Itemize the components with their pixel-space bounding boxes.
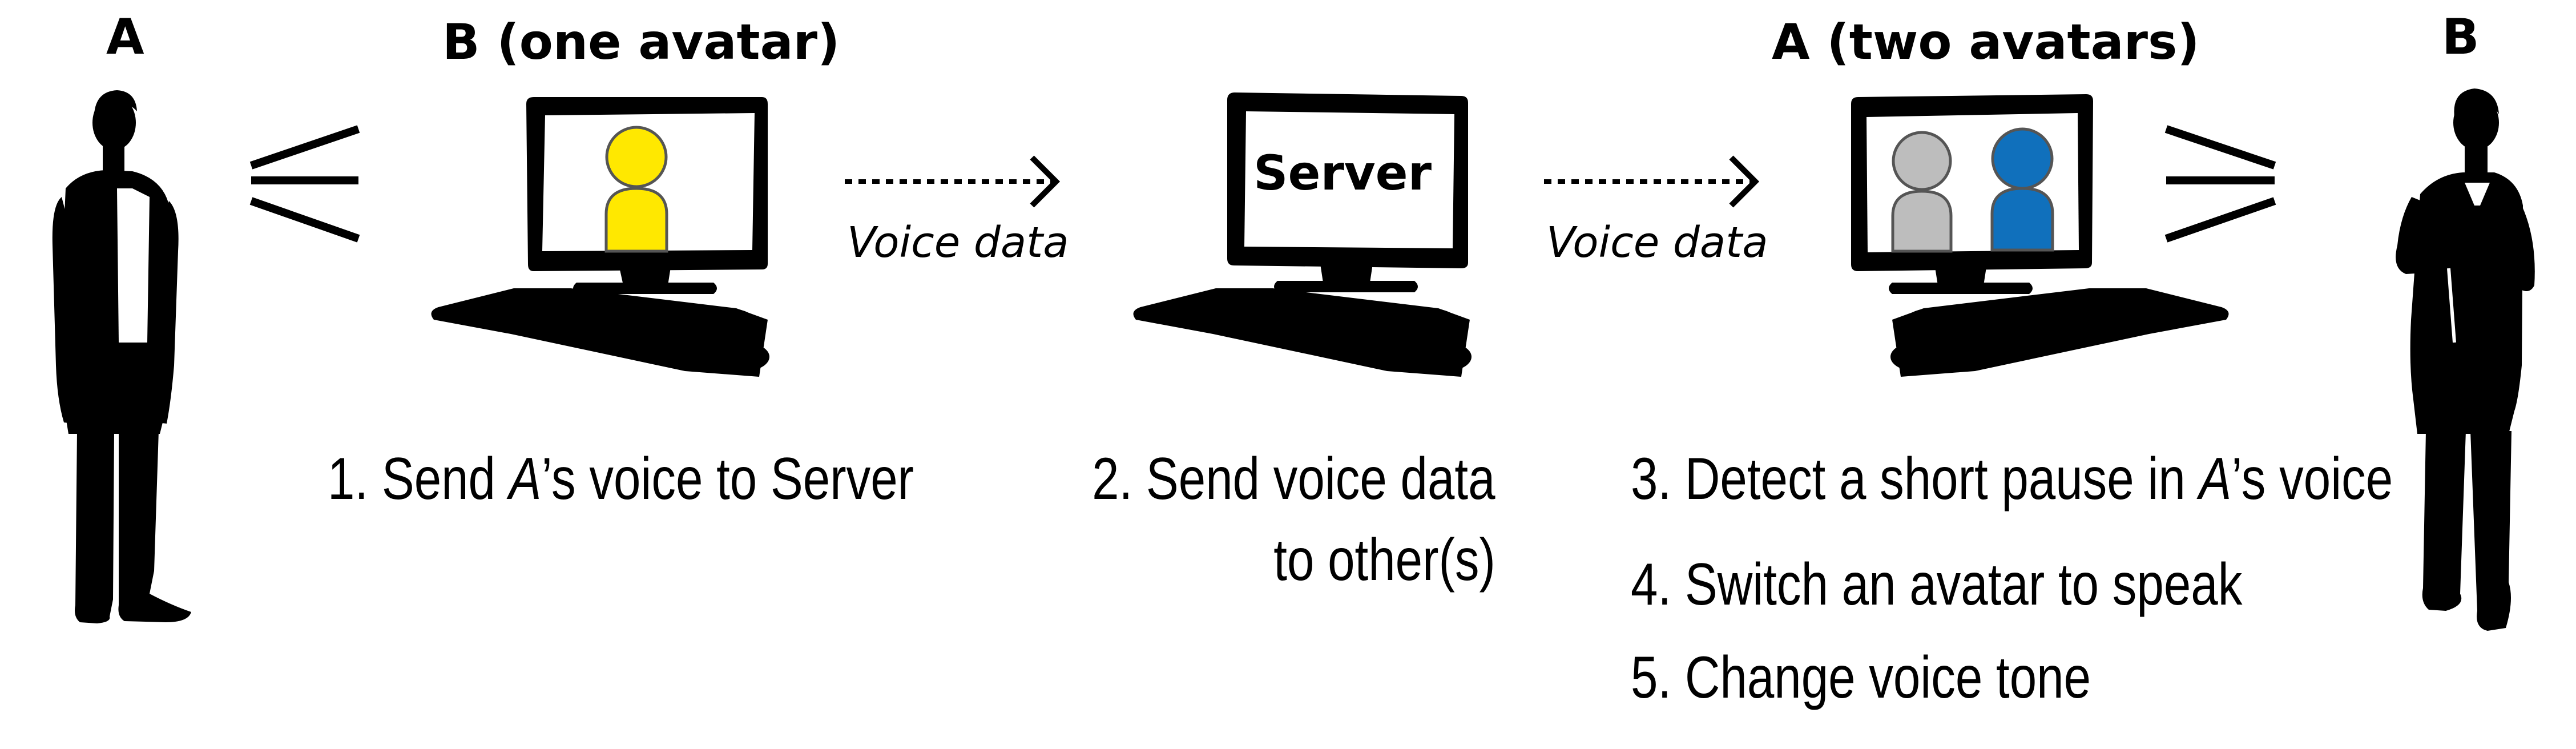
voice-data-label-2: Voice data: [1546, 218, 1768, 267]
voice-data-arrow-1: [845, 155, 1061, 208]
station-a-title: A (two avatars): [1772, 14, 2200, 71]
person-b-shirt: [2465, 183, 2490, 206]
avatar-blue: [1990, 127, 2054, 252]
sound-waves-right: [2164, 125, 2276, 243]
person-a-silhouette: [52, 90, 191, 623]
avatar-yellow: [604, 126, 668, 253]
step-5-text: 5. Change voice tone: [1631, 645, 2091, 711]
voice-data-arrow-2: [1544, 155, 1760, 208]
person-b-label: B: [2442, 9, 2480, 66]
step-1-text: 1. Send A’s voice to Server: [328, 446, 914, 512]
computer-b-one-avatar: [431, 97, 769, 377]
person-a-shirt: [117, 188, 150, 343]
step-4-text: 4. Switch an avatar to speak: [1631, 551, 2243, 618]
avatar-gray: [1891, 131, 1953, 253]
step-2-line-1: 2. Send voice data: [1092, 446, 1495, 512]
person-b-tie-highlight: [2447, 268, 2456, 343]
person-b-silhouette: [2396, 88, 2535, 631]
person-a-label: A: [106, 9, 144, 66]
sound-waves-left: [249, 125, 360, 243]
server-computer: [1133, 92, 1472, 377]
station-b-title: B (one avatar): [442, 14, 840, 71]
step-3-text: 3. Detect a short pause in A’s voice: [1631, 446, 2393, 512]
server-screen-label: Server: [1253, 145, 1432, 201]
voice-data-label-1: Voice data: [847, 218, 1069, 267]
step-2-line-2: to other(s): [1273, 527, 1495, 593]
